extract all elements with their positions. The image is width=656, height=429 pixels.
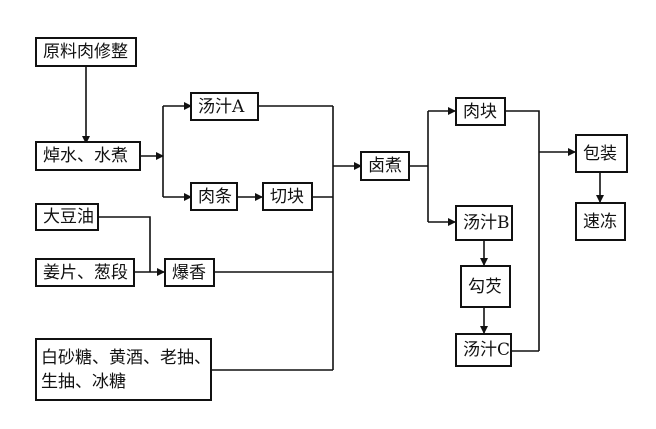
node-braise: 卤煮: [360, 151, 410, 181]
seasoning-line-2: 生抽、冰糖: [41, 371, 126, 392]
node-meat-block: 肉块: [455, 97, 506, 126]
node-soybean-oil: 大豆油: [35, 203, 99, 231]
node-meat-strips: 肉条: [190, 182, 238, 211]
node-saute: 爆香: [164, 258, 215, 287]
node-seasonings: 白砂糖、黄酒、老抽、 生抽、冰糖: [35, 338, 212, 401]
node-trim: 原料肉修整: [35, 37, 137, 67]
node-package: 包装: [575, 134, 628, 173]
edge-split-broth-a: [162, 106, 191, 197]
edge-meat-merge: [505, 110, 540, 351]
node-broth-a: 汤汁A: [190, 92, 259, 121]
edge-oil-saute: [98, 216, 151, 272]
node-ginger-scallion: 姜片、葱段: [35, 258, 135, 287]
node-thicken: 勾芡: [460, 265, 511, 308]
node-blanch: 焯水、水煮: [35, 141, 141, 171]
seasoning-line-1: 白砂糖、黄酒、老抽、: [41, 347, 211, 368]
node-broth-c: 汤汁C: [455, 333, 512, 367]
node-broth-b: 汤汁B: [455, 205, 513, 241]
node-quick-freeze: 速冻: [575, 202, 626, 241]
node-cut-blocks: 切块: [262, 182, 313, 211]
